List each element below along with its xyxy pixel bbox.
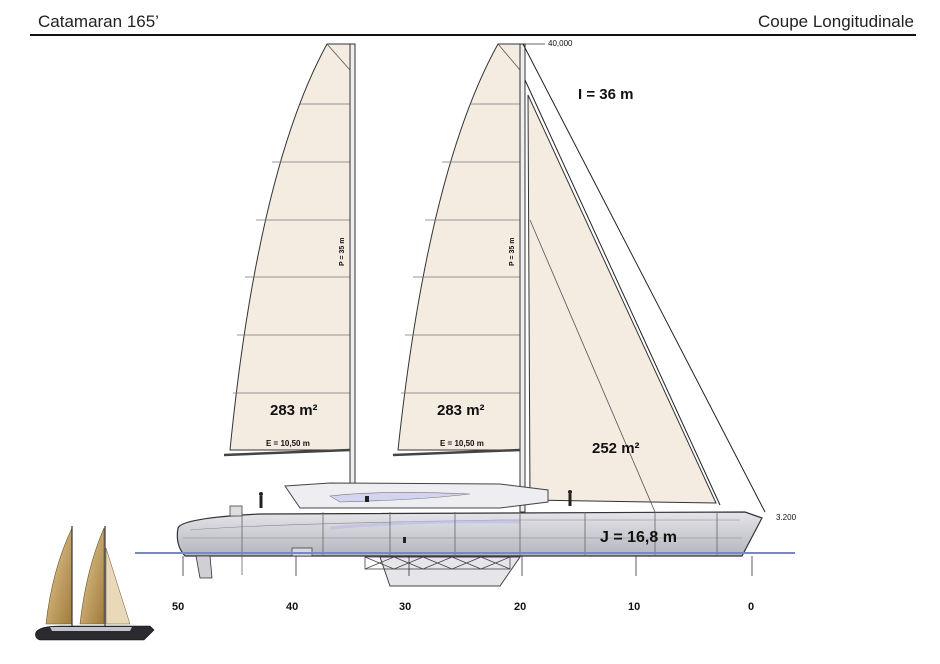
forestay	[522, 43, 766, 513]
jib-sail	[527, 94, 717, 504]
keel-tanks	[364, 556, 521, 587]
scale-figure-aft	[259, 492, 263, 508]
drawing-subtitle: Coupe Longitudinale	[758, 12, 914, 31]
scale-tick-label: 30	[399, 601, 411, 613]
scale-ruler	[182, 556, 753, 576]
mast-height-label: 40,000	[548, 39, 573, 48]
boom-aft	[392, 448, 521, 457]
mainsail-aft-battens	[401, 103, 520, 394]
scale-tick-label: 20	[514, 601, 526, 613]
mast-aft	[519, 43, 526, 513]
thumbnail-render	[35, 526, 155, 641]
p-dimension-aft-label: P = 35 m	[509, 238, 516, 266]
e-dimension-aft-label: E = 10,50 m	[440, 439, 484, 448]
e-dimension-fore-label: E = 10,50 m	[266, 439, 310, 448]
scale-tick-label: 40	[286, 601, 298, 613]
rudder	[195, 555, 213, 579]
hull	[176, 505, 763, 586]
j-dimension-label: J = 16,8 m	[600, 529, 677, 546]
scale-tick-label: 0	[748, 601, 754, 613]
jib-area: 252 m²	[592, 440, 640, 457]
mainsail-fore-battens	[233, 103, 350, 394]
bow-height-label: 3.200	[776, 513, 797, 522]
header-rule	[30, 34, 916, 36]
mainsail-aft-area: 283 m²	[437, 402, 485, 419]
scale-tick-label: 10	[628, 601, 640, 613]
mainsail-fore	[229, 43, 351, 451]
mainsail-fore-area: 283 m²	[270, 402, 318, 419]
scale-tick-label: 50	[172, 601, 184, 613]
i-dimension-label: I = 36 m	[578, 86, 633, 103]
scale-figure-fore	[568, 490, 572, 506]
genoa-leech	[524, 79, 721, 506]
p-dimension-fore-label: P = 35 m	[339, 238, 346, 266]
mainsail-aft	[397, 43, 521, 451]
boom-fore	[223, 448, 351, 457]
jib-seam	[529, 219, 656, 513]
mast-fore	[349, 43, 356, 487]
scale-labels: 50 40 30 20 10 0	[172, 601, 754, 613]
drawing-title: Catamaran 165’	[38, 12, 159, 31]
hatch-marker	[365, 496, 369, 502]
